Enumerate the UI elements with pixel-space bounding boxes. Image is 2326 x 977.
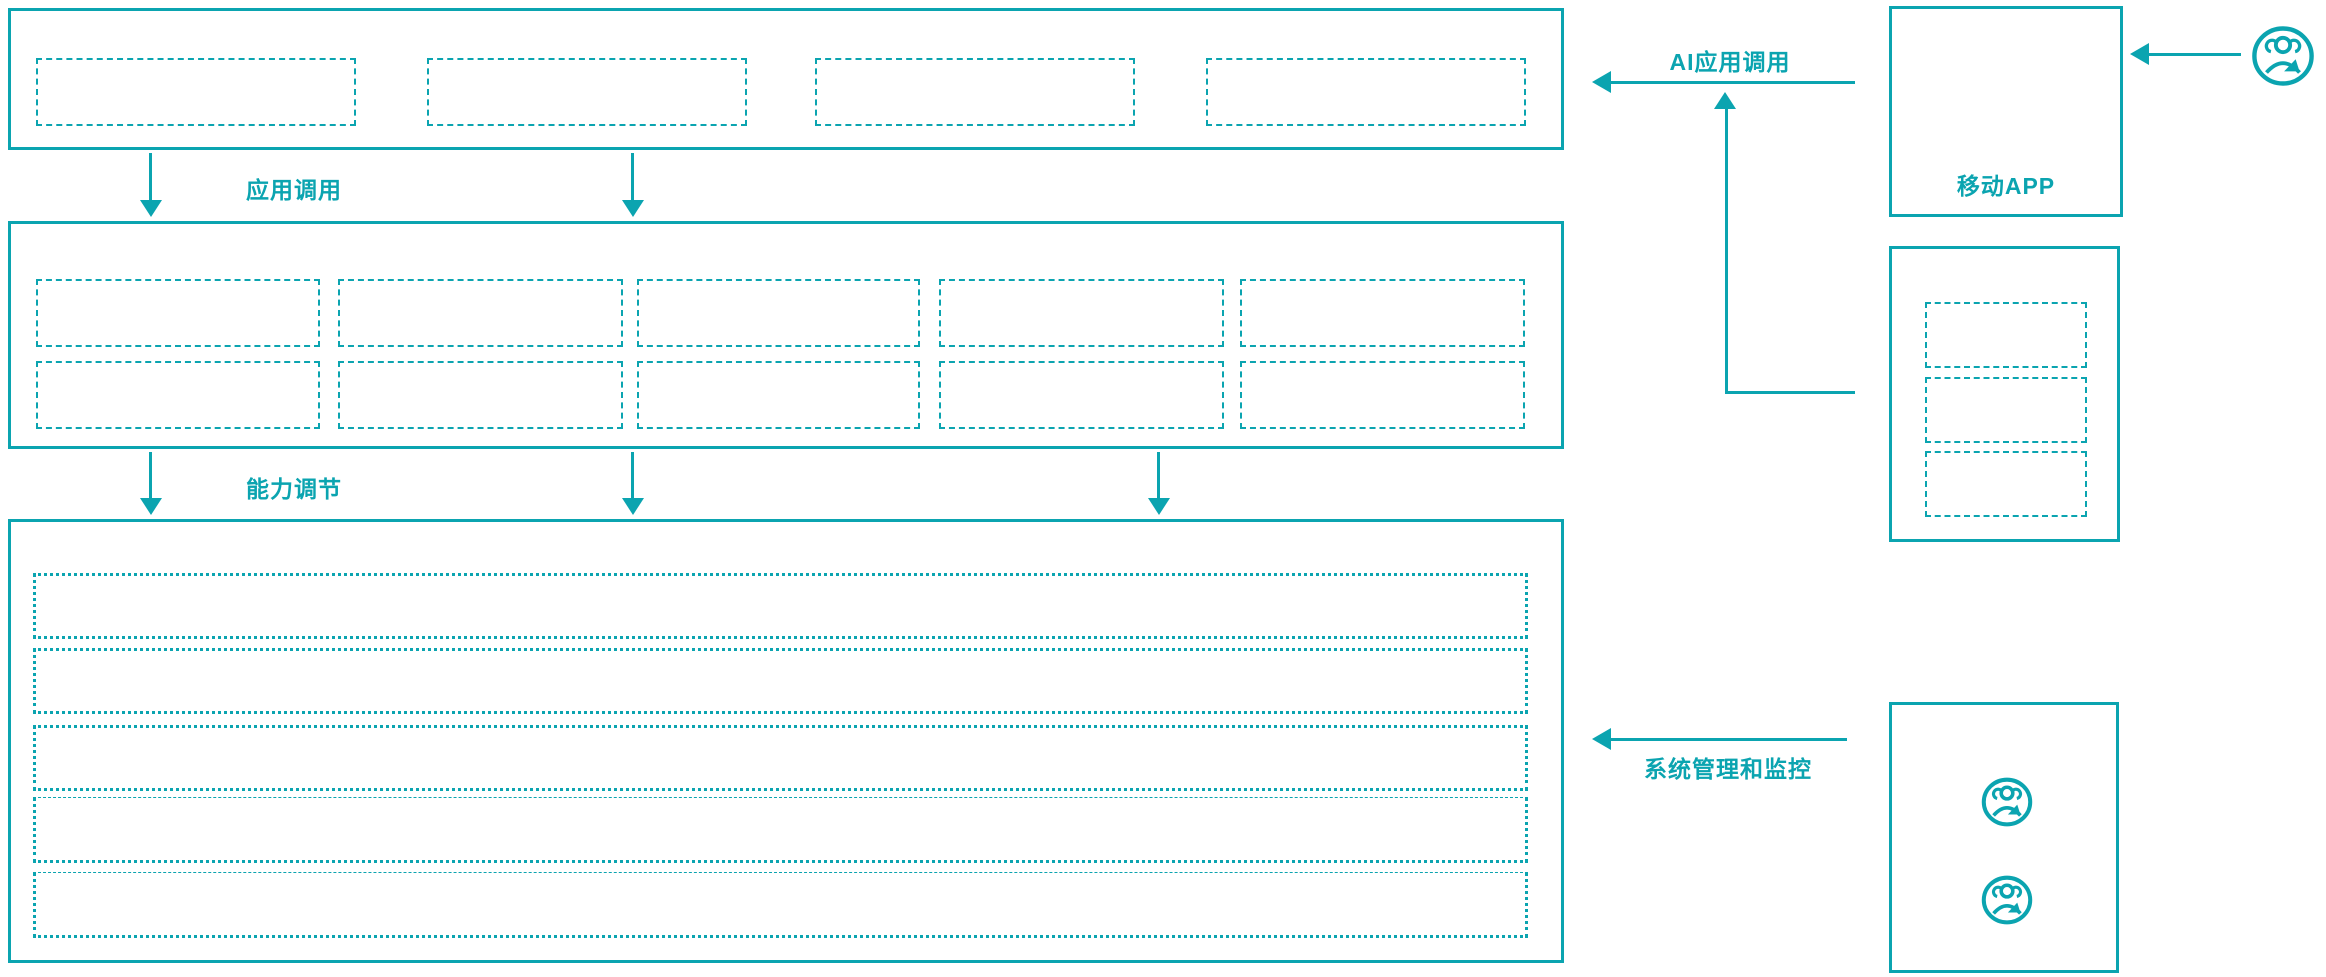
arrow-system-monitor-line [1610, 738, 1847, 741]
admin-user-icon [1981, 777, 2033, 827]
middle-band [8, 221, 1564, 449]
admin-box [1889, 702, 2119, 973]
system-monitor-label: 系统管理和监控 [1644, 756, 1812, 782]
mobile-app-box [1889, 6, 2123, 217]
arrow-ai-app-call-head [1592, 71, 1611, 93]
bottom-placeholder-row-5 [33, 872, 1528, 938]
middle-placeholder-box-r2c3 [637, 361, 920, 429]
arrow-app-call-2-line [631, 153, 634, 201]
bottom-placeholder-row-4 [33, 797, 1528, 863]
arrow-app-call-1-line [149, 153, 152, 201]
middle-placeholder-box-r1c5 [1240, 279, 1525, 347]
app-call-label: 应用调用 [246, 177, 342, 203]
connector-horizontal-line [1725, 391, 1855, 394]
middle-placeholder-box-r2c5 [1240, 361, 1525, 429]
right-panel-placeholder-1 [1925, 302, 2087, 368]
arrow-capability-3-line [1157, 452, 1160, 499]
arrow-user-to-app-line [2148, 53, 2241, 56]
middle-placeholder-box-r2c1 [36, 361, 320, 429]
top-placeholder-box-3 [815, 58, 1135, 126]
arrow-user-to-app-head [2130, 43, 2149, 65]
middle-placeholder-box-r1c2 [338, 279, 623, 347]
middle-placeholder-box-r2c4 [939, 361, 1224, 429]
right-panel-placeholder-3 [1925, 451, 2087, 517]
arrow-ai-app-call-line [1610, 81, 1855, 84]
top-placeholder-box-4 [1206, 58, 1526, 126]
middle-placeholder-box-r1c3 [637, 279, 920, 347]
bottom-placeholder-row-3 [33, 725, 1528, 791]
top-placeholder-box-1 [36, 58, 356, 126]
arrow-capability-3-head [1148, 498, 1170, 515]
admin-user-icon [1981, 875, 2033, 925]
arrow-capability-1-head [140, 498, 162, 515]
bottom-placeholder-row-2 [33, 648, 1528, 714]
top-placeholder-box-2 [427, 58, 747, 126]
arrow-capability-1-line [149, 452, 152, 499]
arrow-capability-2-head [622, 498, 644, 515]
connector-up-line [1725, 108, 1728, 394]
bottom-band [8, 519, 1564, 963]
right-panel-box [1889, 246, 2120, 542]
top-band [8, 8, 1564, 150]
arrow-app-call-2-head [622, 200, 644, 217]
right-panel-placeholder-2 [1925, 377, 2087, 443]
middle-placeholder-box-r1c4 [939, 279, 1224, 347]
mobile-app-label: 移动APP [1956, 173, 2056, 199]
user-group-icon [2252, 26, 2314, 86]
bottom-placeholder-row-1 [33, 573, 1528, 639]
connector-up-head [1714, 92, 1736, 109]
arrow-system-monitor-head [1592, 728, 1611, 750]
capability-adjust-label: 能力调节 [246, 476, 342, 502]
middle-placeholder-box-r2c2 [338, 361, 623, 429]
arrow-app-call-1-head [140, 200, 162, 217]
ai-app-call-label: AI应用调用 [1669, 49, 1791, 75]
arrow-capability-2-line [631, 452, 634, 499]
middle-placeholder-box-r1c1 [36, 279, 320, 347]
